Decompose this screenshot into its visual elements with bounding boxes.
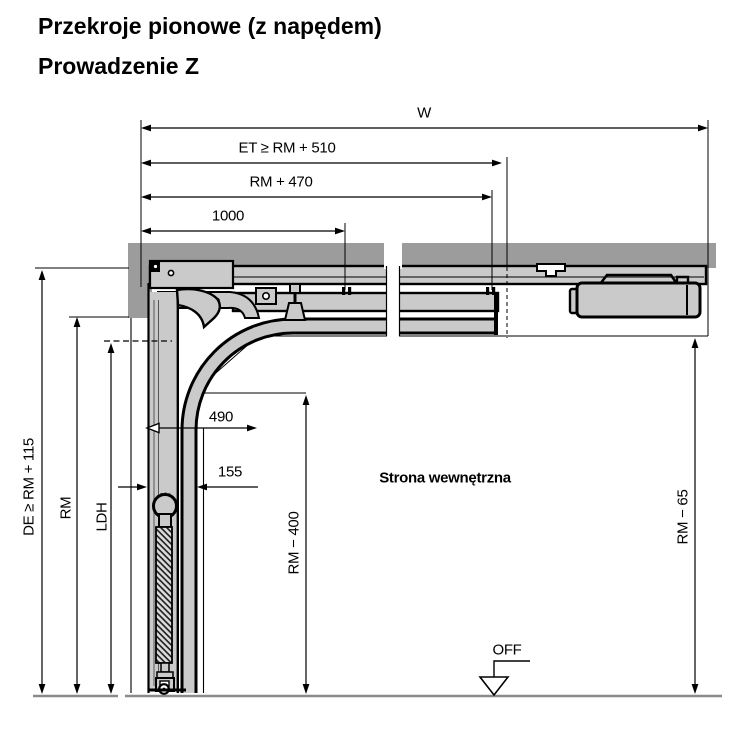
- suspension-pin: [486, 287, 490, 295]
- top-roller-bracket: [175, 287, 222, 330]
- arrow-hollow-left: [145, 422, 160, 434]
- arrow-up: [38, 270, 46, 280]
- page-subtitle: Prowadzenie Z: [38, 53, 200, 79]
- header-plate: [148, 259, 235, 290]
- arrow-right: [492, 159, 502, 167]
- datum-leader-line: [493, 660, 530, 677]
- dim-label-1000: 1000: [211, 207, 245, 225]
- arrow-up: [73, 317, 81, 327]
- inner-side-label: Strona wewnętrzna: [379, 469, 511, 487]
- pulley-rim-detail: [154, 492, 176, 501]
- dim-label-490: 490: [208, 408, 234, 426]
- arrow-left: [141, 159, 151, 167]
- arrow-up: [302, 395, 310, 405]
- header-bolt: [167, 269, 175, 277]
- arrow-down: [691, 684, 699, 694]
- arrow-left: [141, 124, 151, 132]
- tension-spring: [155, 526, 173, 664]
- arrow-down: [302, 684, 310, 694]
- hanger-strap-foot: [283, 302, 307, 321]
- arrow-right: [335, 227, 345, 235]
- dim-label-de: DE ≥ RM + 115: [20, 438, 38, 536]
- dim-label-rm65: RM − 65: [674, 489, 692, 545]
- arrow-down: [38, 684, 46, 694]
- motor-mount-bracket: [598, 273, 679, 285]
- track-band-outline: [180, 317, 497, 693]
- arrow-right: [482, 193, 492, 201]
- page-title: Przekroje pionowe (z napędem): [38, 13, 382, 39]
- dim-label-w: W: [417, 104, 431, 122]
- arrow-left: [141, 227, 151, 235]
- arrow-down: [107, 684, 115, 694]
- dim-label-et: ET ≥ RM + 510: [238, 139, 336, 157]
- pulley-stem: [158, 513, 172, 528]
- break-gap-tracks: [387, 262, 399, 345]
- hanger-strap-top: [289, 283, 301, 294]
- arrow-right: [137, 483, 147, 491]
- spring-end-rod: [160, 662, 170, 673]
- suspension-pin: [342, 287, 346, 295]
- arrow-up: [107, 343, 115, 353]
- arrow-down: [73, 684, 81, 694]
- track-band-fill: [183, 320, 497, 693]
- dim-label-155: 155: [217, 463, 243, 481]
- floor-datum-triangle-icon: [478, 676, 510, 697]
- arrow-right: [698, 124, 708, 132]
- motor-head-unit: [575, 281, 702, 319]
- suspension-pin: [492, 287, 496, 295]
- bracket-plate-bolt: [261, 291, 270, 300]
- arrow-left: [197, 483, 207, 491]
- dim-label-rm: RM: [57, 496, 75, 520]
- arrow-up: [691, 338, 699, 348]
- header-clamp-bolt: [153, 264, 158, 269]
- arrow-right: [247, 424, 257, 432]
- dim-label-rm470: RM + 470: [249, 173, 313, 191]
- floor-datum-label: OFF: [492, 641, 522, 659]
- rail-clip: [536, 263, 566, 277]
- dim-label-ldh: LDH: [93, 502, 111, 532]
- arrow-left: [141, 193, 151, 201]
- dim-label-rm400: RM − 400: [285, 511, 303, 575]
- suspension-pin: [348, 287, 352, 295]
- motor-mount-hook: [675, 275, 690, 284]
